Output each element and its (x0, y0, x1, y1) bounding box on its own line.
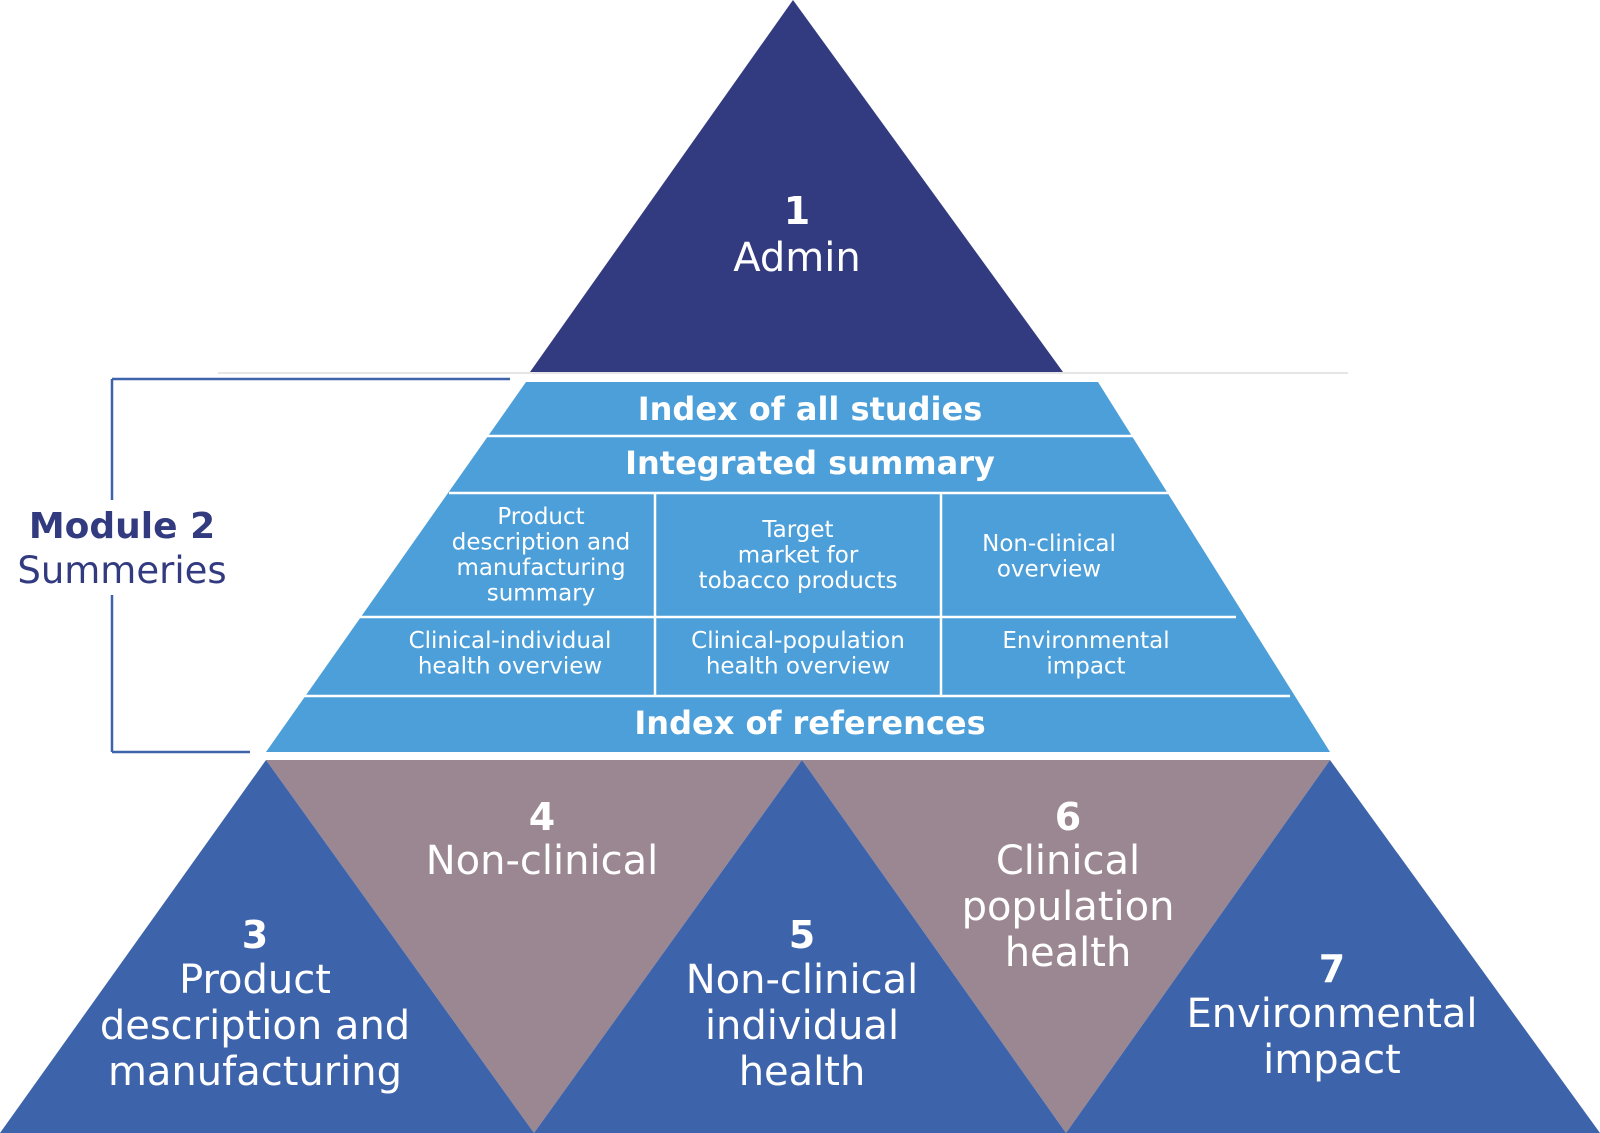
cell-nonclinical-overview-line: overview (997, 557, 1101, 583)
cell-clinical-individual-line: health overview (418, 654, 602, 680)
index-of-references-label: Index of references (634, 704, 985, 742)
cell-environmental-impact-line: impact (1046, 654, 1125, 680)
module7-triangle (1066, 760, 1600, 1133)
module5-label-line: health (739, 1049, 866, 1095)
module2-side-title: Module 2 (29, 506, 215, 547)
module3-triangle (0, 760, 534, 1133)
cell-clinical-population-line: health overview (706, 654, 890, 680)
module6-label-line: health (1005, 930, 1132, 976)
module6-triangle (802, 760, 1330, 1133)
cell-nonclinical-overview-line: Non-clinical (982, 531, 1116, 557)
cell-product-summary-line: summary (487, 581, 596, 607)
module3-number: 3 (242, 913, 268, 957)
module2-side-subtitle: Summeries (17, 549, 226, 592)
module3-label-line: description and (100, 1003, 410, 1049)
module7-label-line: Environmental (1186, 991, 1477, 1037)
integrated-summary-label: Integrated summary (625, 444, 995, 482)
cell-clinical-population-line: Clinical-population (691, 628, 905, 654)
cell-product-summary-line: Product (497, 504, 584, 530)
module6-number: 6 (1055, 795, 1081, 839)
cell-target-market-line: tobacco products (699, 568, 898, 594)
module5-triangle (534, 760, 1066, 1133)
module3-label-line: Product (179, 957, 331, 1003)
module1-number: 1 (784, 189, 810, 233)
module4-number: 4 (529, 795, 555, 839)
cell-product-summary-line: manufacturing (456, 555, 625, 581)
cell-clinical-individual-line: Clinical-individual (409, 628, 612, 654)
module5-label-line: Non-clinical (686, 957, 918, 1003)
cell-target-market-line: market for (738, 543, 859, 569)
module5-number: 5 (789, 913, 815, 957)
cell-product-summary-line: description and (452, 530, 630, 556)
module3-label-line: manufacturing (108, 1049, 402, 1095)
module4-triangle (266, 760, 802, 1133)
module1-triangle (530, 0, 1063, 372)
cell-environmental-impact-line: Environmental (1002, 628, 1169, 654)
cell-target-market-line: Target (761, 517, 833, 543)
module6-label-line: Clinical (996, 838, 1140, 884)
module4-label-line: Non-clinical (426, 838, 658, 884)
index-of-studies-label: Index of all studies (638, 390, 983, 428)
module5-label-line: individual (705, 1003, 899, 1049)
module7-number: 7 (1319, 947, 1345, 991)
module6-label-line: population (962, 884, 1175, 930)
module2-trapezoid (266, 382, 1330, 752)
module1-label: Admin (733, 235, 860, 281)
module7-label-line: impact (1263, 1037, 1401, 1083)
